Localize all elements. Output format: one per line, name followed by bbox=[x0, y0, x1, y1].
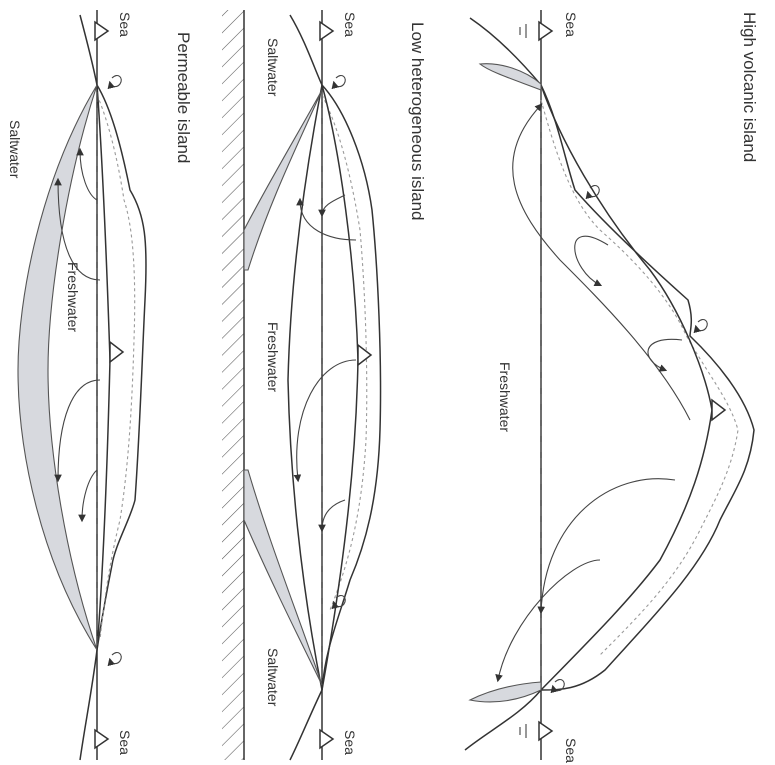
water-table-marker bbox=[712, 400, 725, 420]
spring-icon bbox=[110, 653, 121, 664]
sea-level-symbol-bottom bbox=[320, 730, 333, 748]
sea-level-symbol-bottom bbox=[95, 730, 108, 748]
sea-label-bottom: Sea bbox=[117, 730, 133, 755]
water-table-marker bbox=[358, 345, 371, 365]
flow-line-lower2 bbox=[498, 560, 600, 680]
saltwater-lens-bottom bbox=[244, 470, 322, 685]
freshwater-label: Freshwater bbox=[497, 362, 513, 432]
flow-line bbox=[82, 470, 97, 520]
spring-icon bbox=[110, 76, 121, 87]
spring-icon bbox=[334, 76, 345, 87]
sea-label-top: Sea bbox=[342, 12, 358, 37]
sea-level-symbol-top bbox=[320, 22, 333, 40]
sea-label-top: Sea bbox=[563, 12, 579, 37]
sea-level-symbol-top bbox=[520, 22, 552, 40]
spring-icon bbox=[696, 320, 707, 331]
freshwater-label: Freshwater bbox=[265, 322, 281, 392]
panel-low-heterogeneous-island: Low heterogeneous island Sea Sea Fresh bbox=[222, 10, 427, 760]
flow-line-deep bbox=[513, 105, 690, 420]
sea-label-bottom: Sea bbox=[563, 738, 579, 763]
panel-title: High volcanic island bbox=[740, 12, 759, 162]
panel-permeable-island: Permeable island Sea Sea Freshwater Salt… bbox=[7, 10, 193, 760]
flow-line bbox=[297, 360, 356, 480]
saltwater-label-bottom: Saltwater bbox=[265, 648, 281, 707]
water-table-marker bbox=[110, 342, 123, 362]
flow-line-lower bbox=[541, 479, 675, 612]
flow-line bbox=[322, 500, 345, 530]
sea-label-top: Sea bbox=[117, 12, 133, 37]
water-table bbox=[322, 85, 358, 690]
sea-label-bottom: Sea bbox=[342, 730, 358, 755]
bedrock-hatch bbox=[222, 10, 244, 760]
flow-line-mid bbox=[648, 339, 682, 370]
saltwater-wedge bbox=[470, 682, 541, 702]
saltwater-label: Saltwater bbox=[7, 120, 23, 179]
panel-title: Permeable island bbox=[174, 32, 193, 163]
saltwater-wedge bbox=[480, 64, 541, 90]
sea-level-symbol-top bbox=[95, 22, 108, 40]
ground-surface bbox=[80, 15, 146, 760]
saltwater-lens-top bbox=[244, 90, 322, 270]
panel-high-volcanic-island: High volcanic island Sea Sea bbox=[465, 10, 759, 763]
flow-line bbox=[58, 380, 100, 480]
saltwater-label-top: Saltwater bbox=[265, 38, 281, 97]
sea-level-symbol-bottom bbox=[520, 722, 552, 740]
water-table bbox=[541, 85, 712, 690]
flow-line-upper bbox=[575, 236, 608, 285]
saltwater-transition-zone bbox=[18, 85, 97, 650]
water-table bbox=[97, 85, 110, 650]
flow-line bbox=[322, 195, 345, 215]
flow-line bbox=[80, 150, 97, 200]
freshwater-lens-base bbox=[288, 85, 322, 690]
freshwater-label: Freshwater bbox=[65, 262, 81, 332]
panel-title: Low heterogeneous island bbox=[408, 22, 427, 220]
